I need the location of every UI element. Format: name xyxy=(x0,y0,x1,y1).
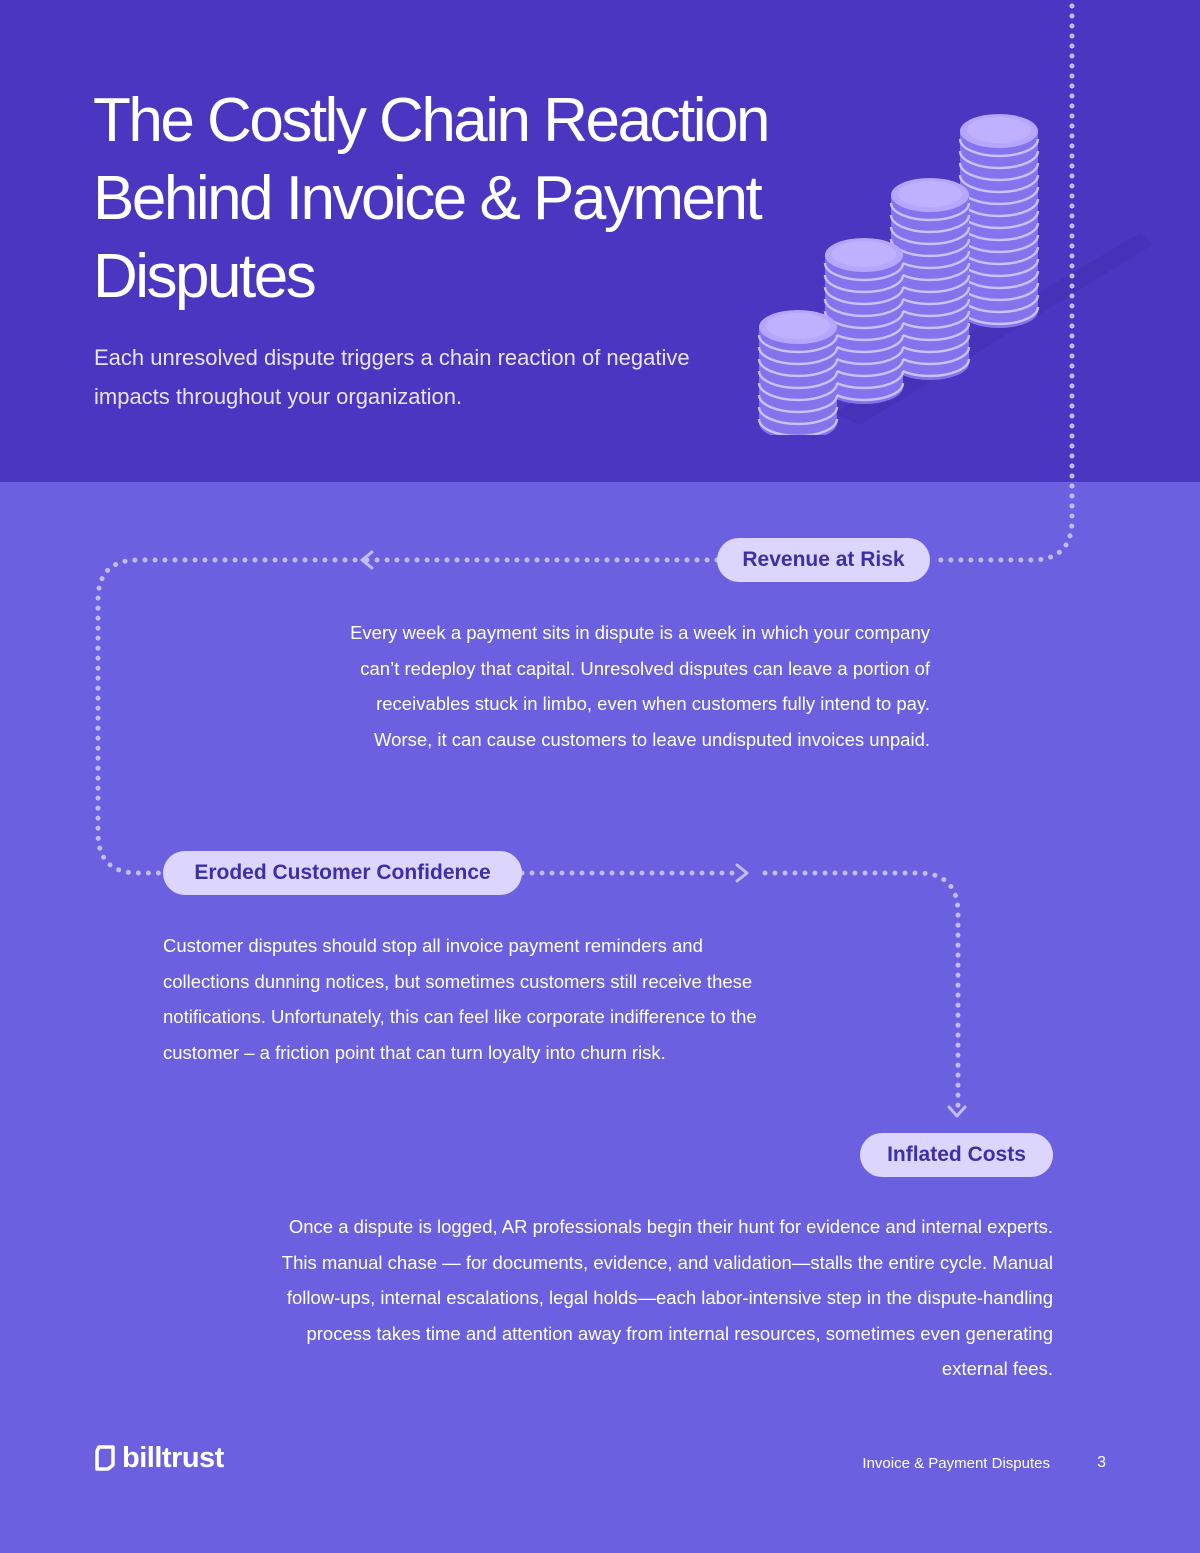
label-revenue-at-risk: Revenue at Risk xyxy=(717,538,930,582)
billtrust-logo: billtrust xyxy=(94,1441,224,1475)
arrow-right-icon xyxy=(735,863,749,883)
billtrust-logo-icon xyxy=(95,1445,115,1471)
page-number: 3 xyxy=(1097,1454,1106,1471)
inflated-costs-text: Once a dispute is logged, AR professiona… xyxy=(281,1216,1053,1379)
arrow-down-icon xyxy=(947,1105,967,1118)
coin-stacks-icon xyxy=(757,114,1152,435)
page-subtitle: Each unresolved dispute triggers a chain… xyxy=(94,345,690,409)
page-title: The Costly Chain Reaction Behind Invoice… xyxy=(93,86,770,311)
label-inflated-costs: Inflated Costs xyxy=(860,1133,1053,1177)
brand-name: billtrust xyxy=(122,1441,224,1474)
arrow-left-icon xyxy=(360,550,374,570)
label-eroded-customer-confidence: Eroded Customer Confidence xyxy=(163,851,522,895)
footer-document-title: Invoice & Payment Disputes xyxy=(862,1455,1050,1472)
eroded-customer-confidence-text: Customer disputes should stop all invoic… xyxy=(163,935,757,1063)
hero-banner: The Costly Chain Reaction Behind Invoice… xyxy=(0,0,1200,482)
revenue-at-risk-text: Every week a payment sits in dispute is … xyxy=(350,622,930,750)
